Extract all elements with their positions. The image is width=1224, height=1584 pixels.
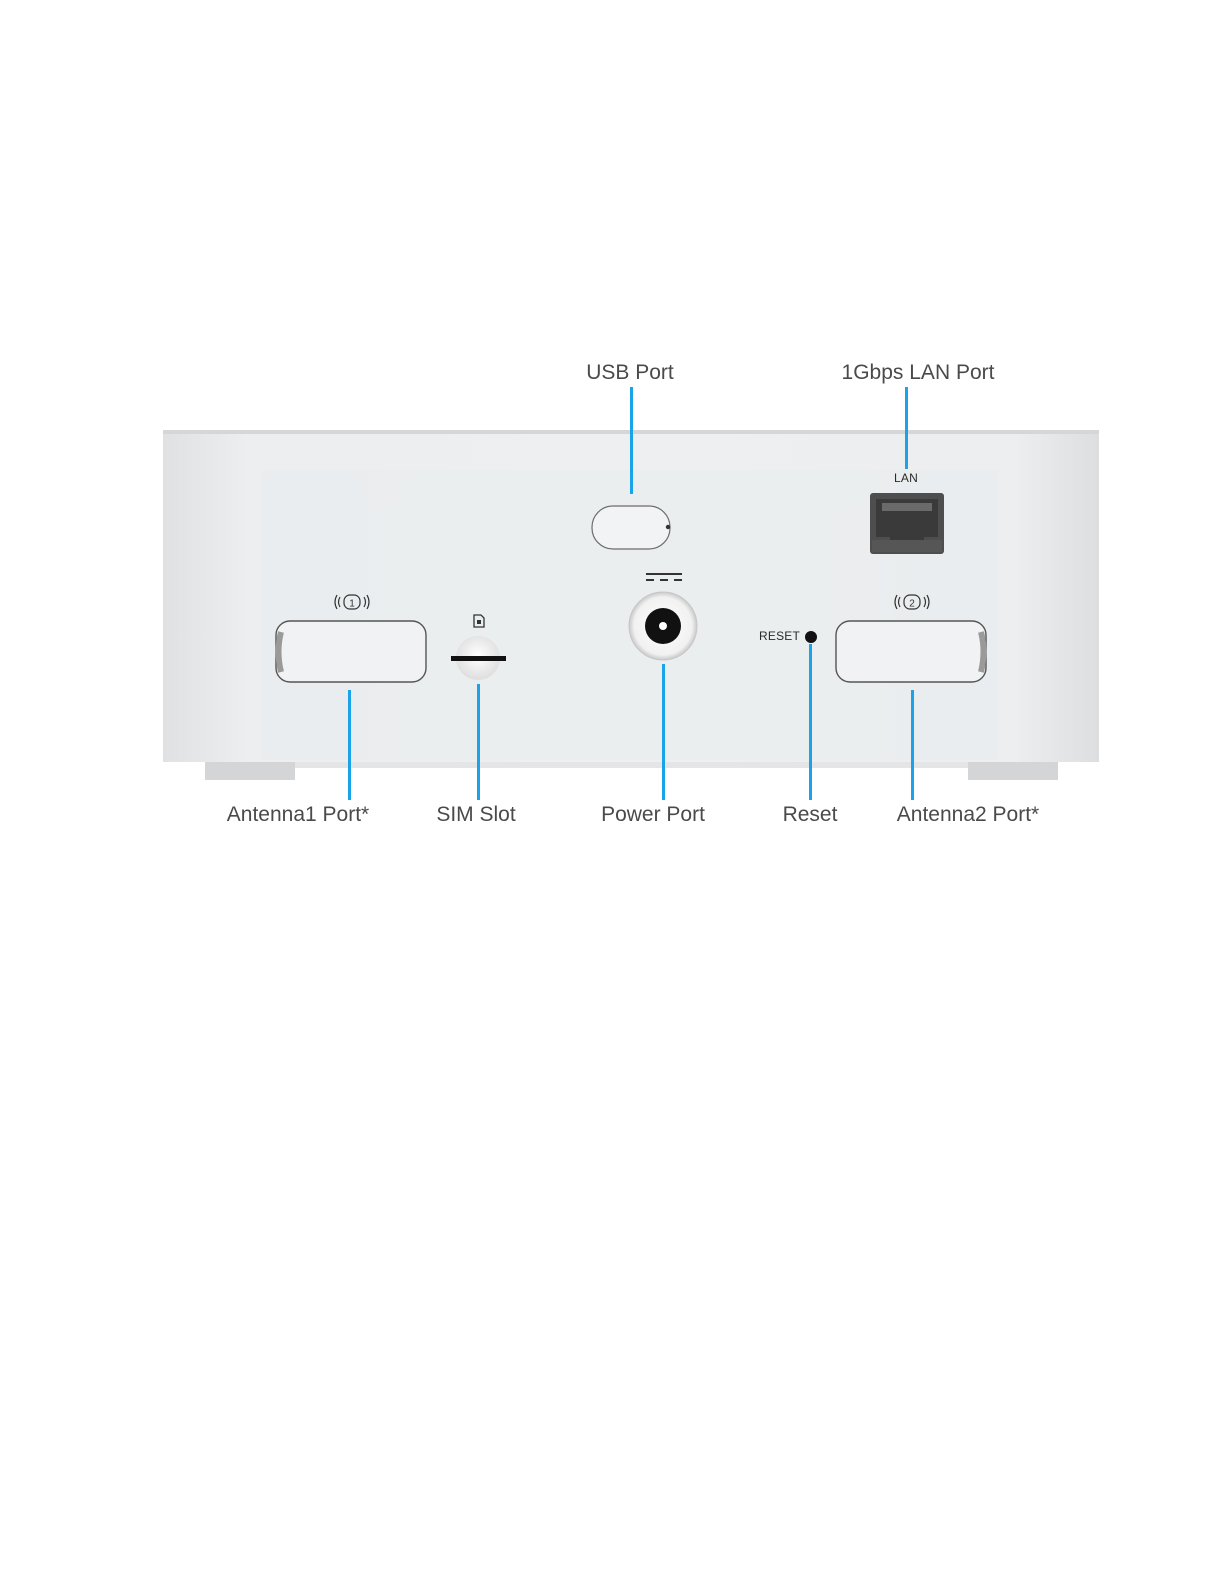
usb-port-callout: USB Port bbox=[586, 361, 674, 385]
left-foot bbox=[205, 760, 295, 780]
antenna1-port bbox=[276, 621, 426, 682]
lan-port-leader bbox=[905, 387, 908, 469]
antenna1-number: 1 bbox=[349, 599, 355, 610]
usb-port bbox=[592, 506, 670, 549]
antenna2-port-leader bbox=[911, 690, 914, 800]
right-foot bbox=[968, 760, 1058, 780]
usb-port-leader bbox=[630, 387, 633, 494]
router-rear-panel: 1 2 bbox=[0, 0, 1224, 900]
antenna2-number: 2 bbox=[909, 599, 915, 610]
lan-label: LAN bbox=[894, 471, 918, 485]
sim-slot bbox=[451, 656, 506, 661]
reset-leader bbox=[809, 644, 812, 800]
antenna2-port-callout: Antenna2 Port* bbox=[897, 803, 1039, 827]
sim-slot-leader bbox=[477, 684, 480, 800]
antenna2-port bbox=[836, 621, 986, 682]
reset-label: RESET bbox=[759, 629, 800, 643]
reset-callout: Reset bbox=[783, 803, 838, 827]
sim-slot-callout: SIM Slot bbox=[436, 803, 515, 827]
antenna1-port-leader bbox=[348, 690, 351, 800]
power-port-callout: Power Port bbox=[601, 803, 705, 827]
power-port-leader bbox=[662, 664, 665, 800]
lan-port-callout: 1Gbps LAN Port bbox=[842, 361, 995, 385]
antenna1-port-callout: Antenna1 Port* bbox=[227, 803, 369, 827]
reset-button bbox=[805, 631, 817, 643]
